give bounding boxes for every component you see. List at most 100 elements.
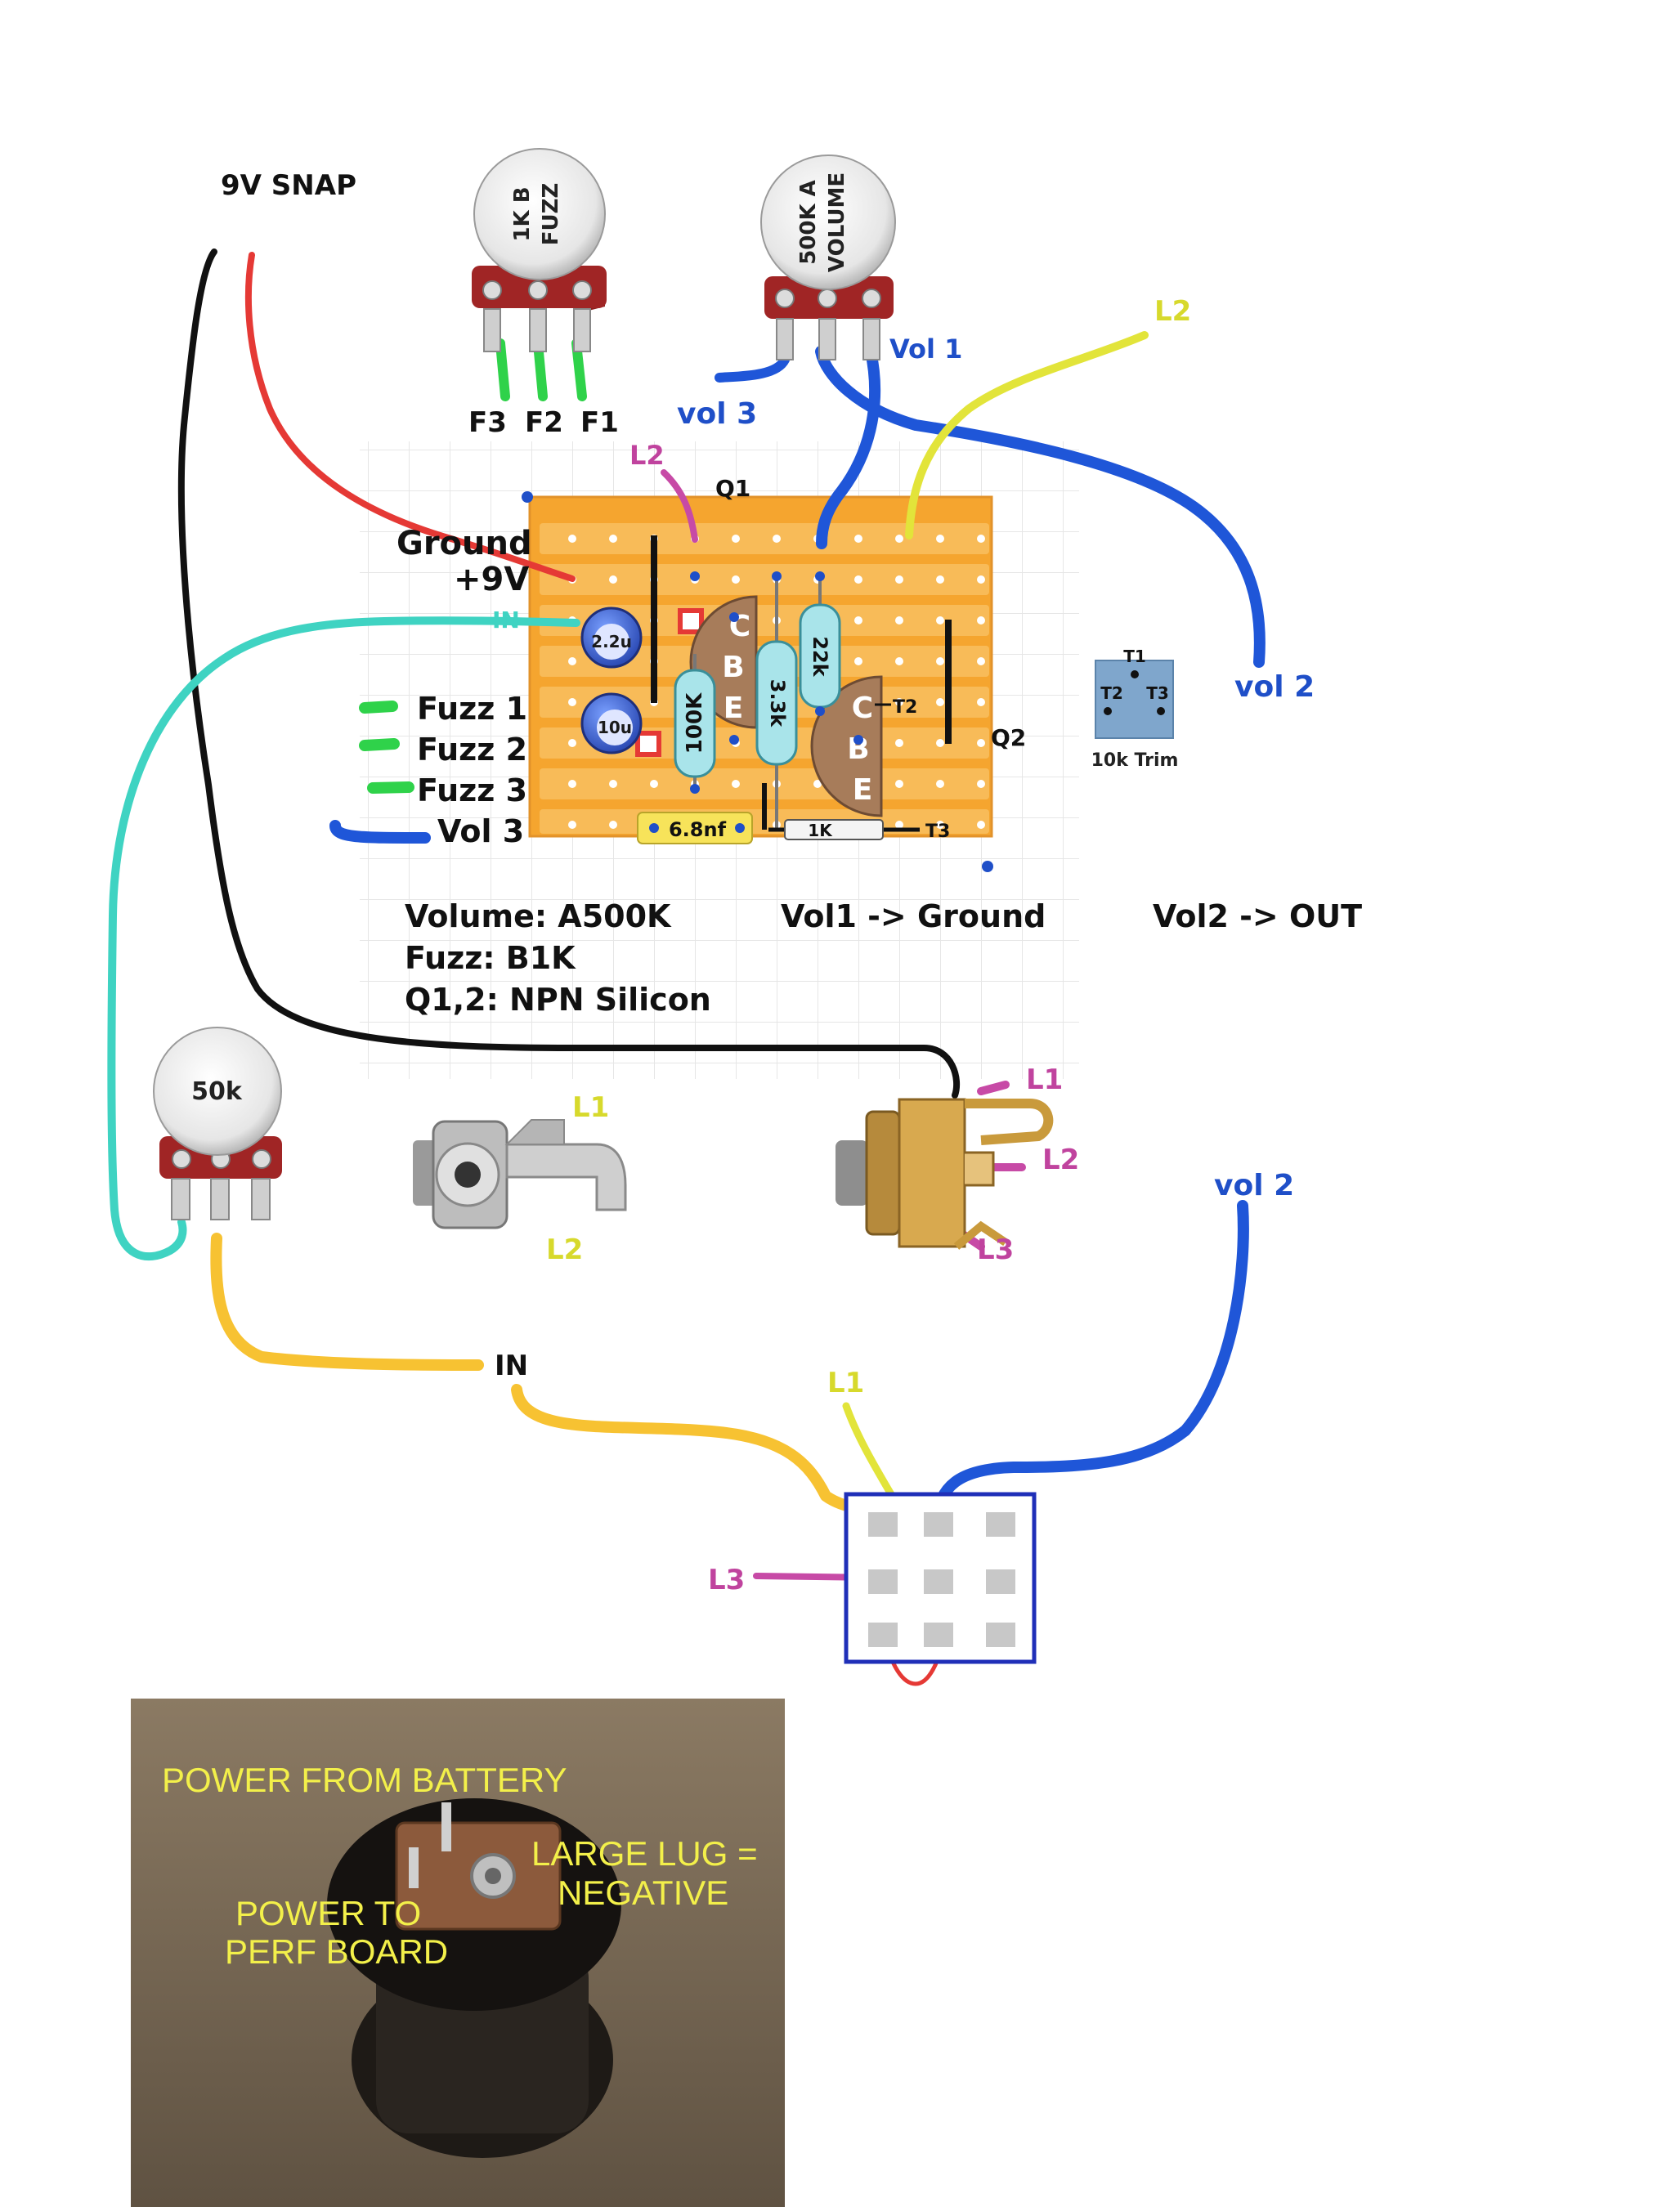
- pot-fuzz: 1K B FUZZ: [472, 148, 607, 352]
- strip-hole: [609, 780, 617, 788]
- strip-hole: [977, 821, 985, 829]
- pot-volume: 500K A VOLUME: [760, 154, 896, 360]
- label-jack2-l1: L1: [1026, 1063, 1063, 1096]
- resistor-3-3k-label: 3.3k: [766, 679, 789, 728]
- resistor-22k: 22k: [799, 576, 841, 711]
- strip-hole: [977, 616, 985, 624]
- resistor-1k-label: 1K: [808, 821, 833, 840]
- label-vol2-top: vol 2: [1234, 670, 1315, 704]
- label-q2: Q2: [991, 724, 1026, 751]
- photo-large-lug-1: LARGE LUG =: [531, 1834, 758, 1873]
- wire-black-ground: [177, 248, 961, 1099]
- wire-magenta-jack-l1: [977, 1081, 1010, 1095]
- q2-e: E: [853, 773, 873, 807]
- resistor-22k-label: 22k: [809, 636, 831, 677]
- strip-hole: [977, 739, 985, 747]
- transistor-q2: C B E: [810, 675, 883, 817]
- strip-hole: [773, 535, 781, 543]
- label-f3: F3: [468, 406, 507, 439]
- strip-hole: [977, 780, 985, 788]
- strip-hole: [895, 780, 903, 788]
- strip-hole: [854, 657, 862, 665]
- board-t3-label: T3: [925, 821, 950, 842]
- photo-power-to-1: POWER TO: [235, 1894, 421, 1932]
- pot-fuzz-line2: FUZZ: [539, 183, 563, 246]
- resistor-100k-label: 100K: [683, 692, 707, 754]
- strip-hole: [936, 575, 944, 584]
- label-in-board: IN: [492, 607, 520, 633]
- label-fuzz2: Fuzz 2: [417, 732, 527, 768]
- node-dots: [522, 491, 993, 872]
- label-vol1: Vol 1: [889, 334, 962, 365]
- strip-hole: [854, 535, 862, 543]
- wire-orange-in: [210, 1233, 880, 1522]
- wire-blue-vol3-left: [329, 820, 431, 844]
- resistor-1k: 1K T3: [768, 819, 950, 842]
- wire-blue-vol2-top: [815, 346, 1266, 668]
- note-vol2: Vol2 -> OUT: [1153, 898, 1362, 934]
- label-plus9v: +9V: [454, 561, 529, 598]
- wire-green-fuzz2: [359, 738, 400, 751]
- strip-cut-1: [678, 608, 704, 634]
- pot-50k-label: 50k: [191, 1077, 243, 1106]
- strip-hole: [936, 616, 944, 624]
- label-jack2-l2: L2: [1042, 1144, 1079, 1176]
- cap-2-2u-label: 2.2u: [591, 632, 632, 651]
- trim-t3: T3: [1146, 683, 1169, 703]
- strip-hole: [568, 780, 576, 788]
- label-vol2-bottom: vol 2: [1214, 1169, 1294, 1202]
- capacitor-6-8nf: 6.8nf: [637, 812, 753, 844]
- pot-volume-line1: 500K A: [796, 180, 821, 265]
- strip-hole: [977, 575, 985, 584]
- resistor-100k: 100K: [674, 654, 716, 789]
- trimmer-10k: T1 T2 T3 10k Trim: [1091, 647, 1179, 771]
- photo-power-to-2: PERF BOARD: [225, 1932, 448, 1971]
- resistor-3-3k: 3.3k: [755, 576, 798, 830]
- trim-t2: T2: [1100, 683, 1123, 703]
- strip-hole: [936, 821, 944, 829]
- label-f1: F1: [580, 406, 619, 439]
- cap-6-8nf-label: 6.8nf: [669, 818, 727, 841]
- strip-hole: [650, 780, 658, 788]
- strip-hole: [977, 657, 985, 665]
- label-jack1-l1: L1: [572, 1091, 609, 1124]
- label-ground: Ground: [396, 525, 532, 562]
- label-switch-l3: L3: [708, 1564, 745, 1596]
- label-vol3-top: vol 3: [677, 397, 757, 431]
- capacitor-2-2u: 2.2u: [580, 607, 643, 669]
- wire-red-plus9v: [244, 252, 576, 582]
- photo-large-lug-2: NEGATIVE: [558, 1873, 728, 1912]
- note-vol1: Vol1 -> Ground: [781, 898, 1046, 934]
- strip-hole: [609, 821, 617, 829]
- strip-hole: [895, 698, 903, 706]
- trim-label: 10k Trim: [1091, 750, 1179, 771]
- strip-hole: [895, 616, 903, 624]
- strip-hole: [977, 698, 985, 706]
- strip-hole: [568, 657, 576, 665]
- pot-volume-line2: VOLUME: [825, 172, 849, 272]
- label-l2-top: L2: [1154, 295, 1191, 328]
- label-fuzz3: Fuzz 3: [417, 772, 527, 808]
- label-l2-board: L2: [629, 440, 665, 471]
- label-9v-snap: 9V SNAP: [221, 169, 356, 202]
- strip-hole: [895, 739, 903, 747]
- strip-hole: [936, 780, 944, 788]
- strip-hole: [609, 535, 617, 543]
- footswitch-3pdt: [844, 1492, 1037, 1664]
- strip-hole: [568, 698, 576, 706]
- capacitor-10u: 10u: [580, 692, 643, 754]
- pot-50k: 50k: [153, 1027, 282, 1220]
- label-in-bottom: IN: [495, 1350, 528, 1382]
- strip-hole: [936, 739, 944, 747]
- strip-hole: [732, 575, 740, 584]
- strip-cut-2: [635, 731, 661, 757]
- wire-magenta-l2: [661, 469, 698, 543]
- pot-fuzz-line1: 1K B: [510, 186, 535, 241]
- strip-hole: [936, 657, 944, 665]
- strip-hole: [732, 535, 740, 543]
- wire-blue-vol3-top: [715, 355, 790, 383]
- note-q: Q1,2: NPN Silicon: [405, 982, 711, 1018]
- label-fuzz1: Fuzz 1: [417, 691, 527, 727]
- wire-green-fuzz3: [367, 781, 414, 794]
